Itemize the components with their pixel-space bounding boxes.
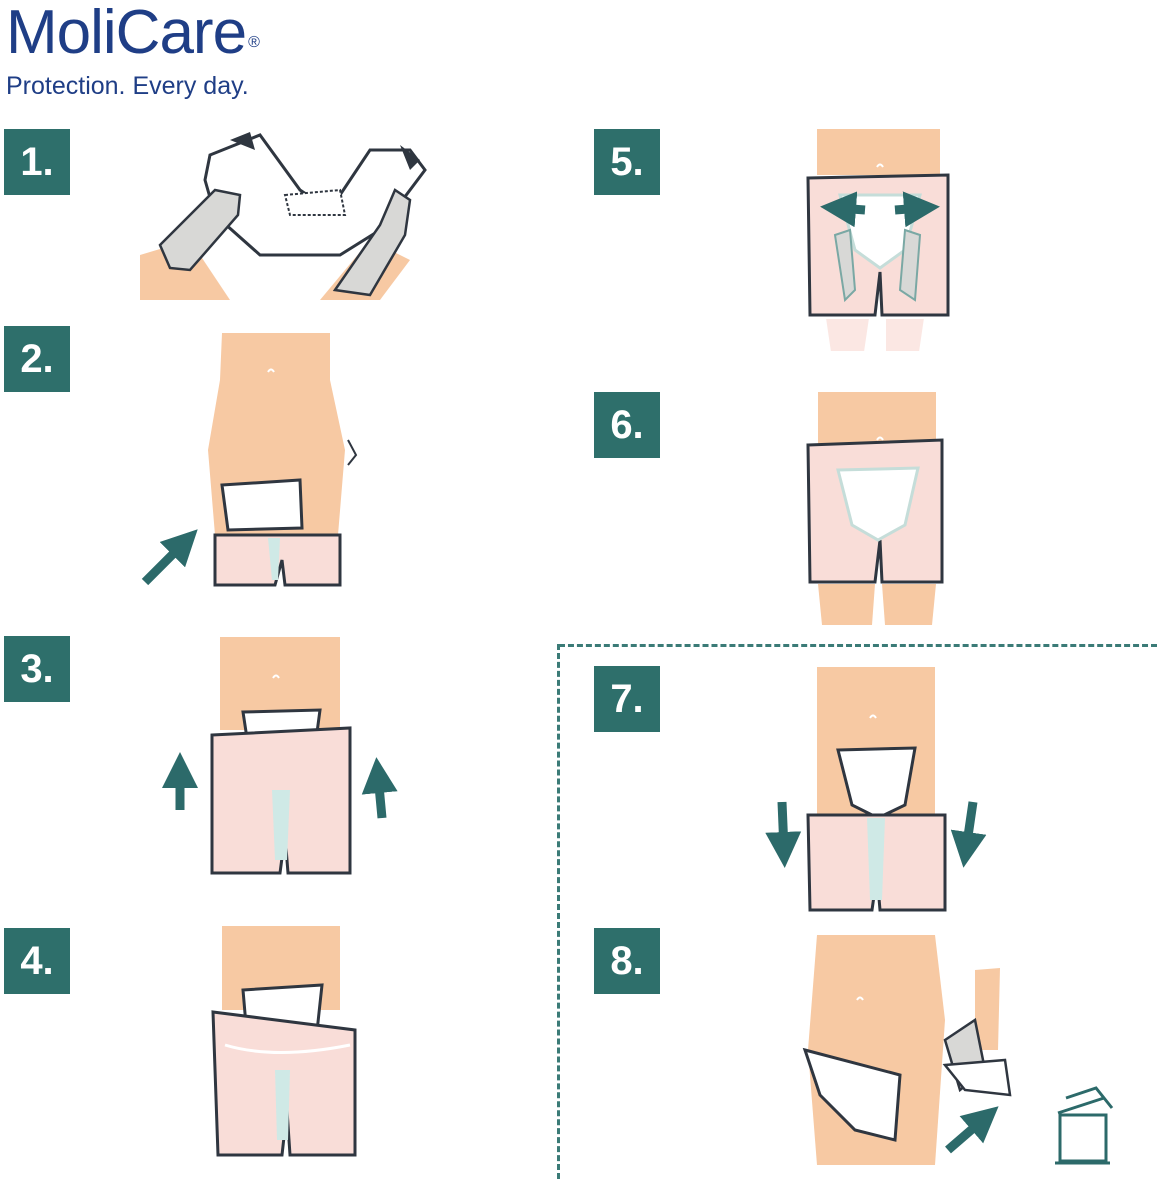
brand-name: MoliCare — [6, 0, 247, 67]
step-6-illustration — [806, 392, 944, 625]
step-badge-5: 5. — [594, 129, 660, 195]
section-divider-vertical — [557, 644, 560, 1179]
brand-tagline: Protection. Every day. — [6, 72, 249, 100]
step-2-illustration — [141, 333, 358, 587]
trash-bin-icon — [1055, 1086, 1114, 1165]
step-badge-6: 6. — [594, 392, 660, 458]
registered-mark: ® — [248, 34, 260, 51]
step-badge-1: 1. — [4, 129, 70, 195]
step-badge-4: 4. — [4, 928, 70, 994]
section-divider-horizontal — [559, 644, 1157, 647]
step-1-illustration — [140, 132, 427, 300]
step-7-illustration — [765, 667, 987, 912]
step-badge-7: 7. — [594, 666, 660, 732]
step-3-illustration — [162, 637, 398, 875]
step-badge-8: 8. — [594, 928, 660, 994]
step-5-illustration — [806, 129, 950, 353]
step-badge-3: 3. — [4, 636, 70, 702]
brand-logo: MoliCare® — [6, 0, 260, 67]
step-8-illustration — [802, 935, 1114, 1165]
step-badge-2: 2. — [4, 326, 70, 392]
step-4-illustration — [211, 926, 357, 1157]
